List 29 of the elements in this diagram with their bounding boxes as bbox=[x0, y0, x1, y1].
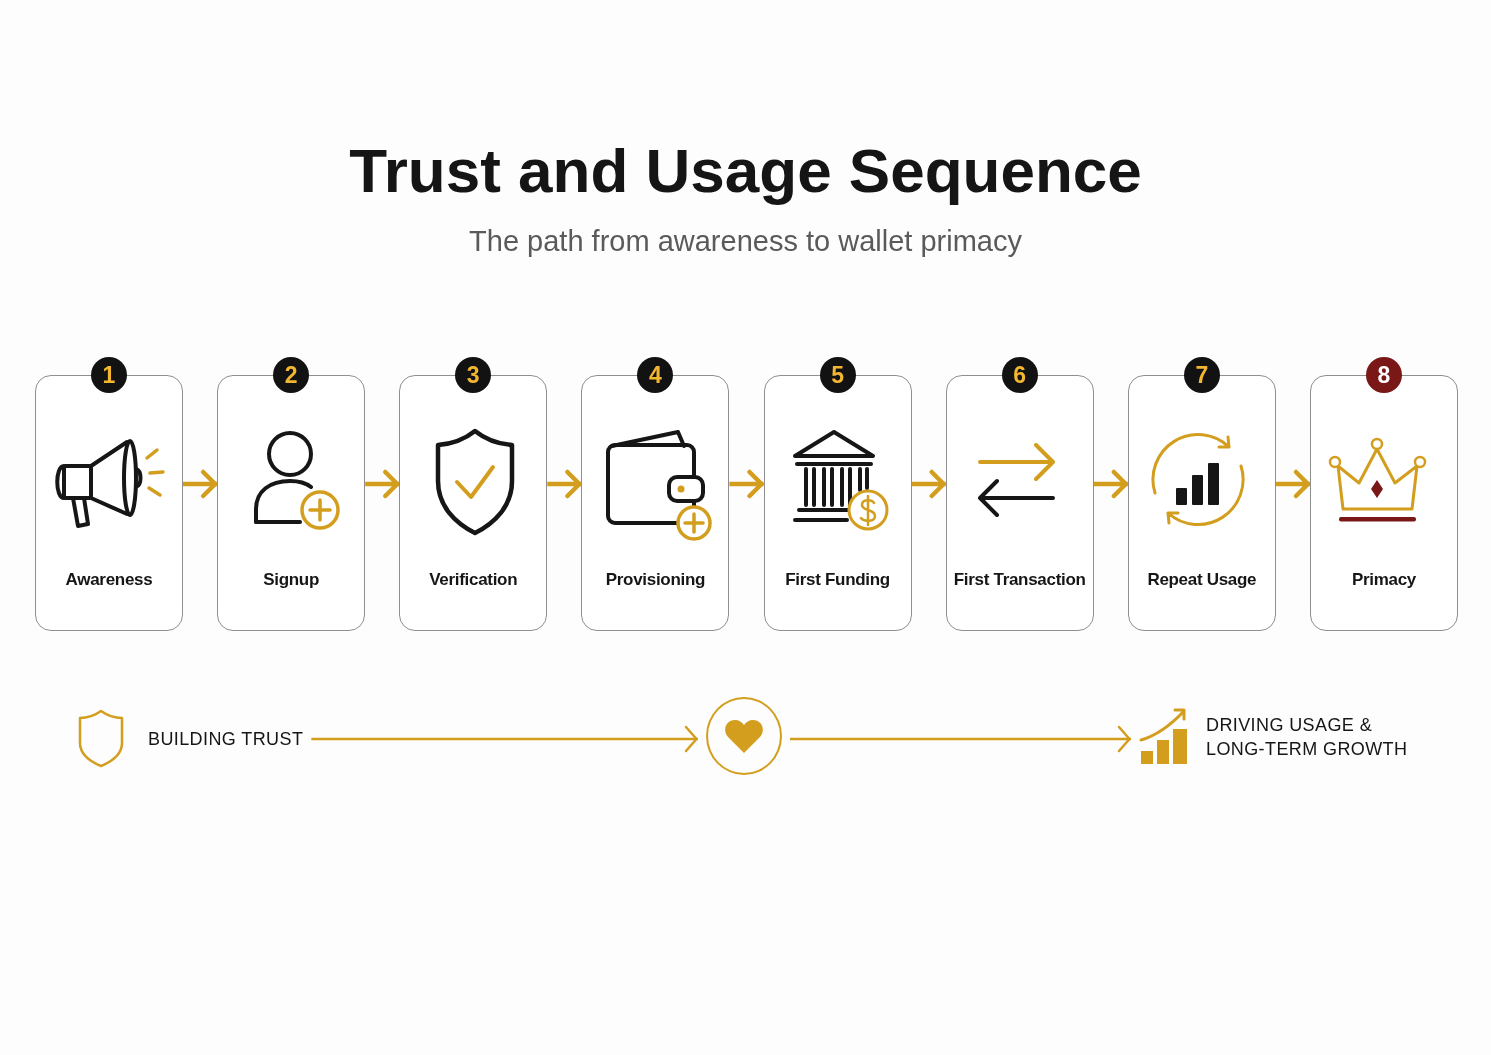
step-label: Provisioning bbox=[605, 569, 706, 591]
arrow bbox=[729, 469, 764, 499]
step-label: First Transaction bbox=[953, 569, 1086, 591]
arrow bbox=[365, 469, 400, 499]
arrow bbox=[547, 469, 582, 499]
arrow bbox=[790, 725, 1131, 753]
step-number-badge: 4 bbox=[637, 356, 674, 393]
arrow bbox=[311, 725, 698, 753]
step-number-badge: 5 bbox=[819, 356, 856, 393]
step-number-badge: 2 bbox=[273, 356, 310, 393]
step-number-badge: 8 bbox=[1365, 356, 1402, 393]
arrow bbox=[1275, 469, 1311, 499]
arrow bbox=[1093, 469, 1129, 499]
subtitle: The path from awareness to wallet primacy bbox=[469, 224, 1022, 259]
step-label: Signup bbox=[263, 569, 320, 591]
step-label: Repeat Usage bbox=[1147, 569, 1257, 591]
step-number-badge: 6 bbox=[1001, 356, 1038, 393]
step-label: Primacy bbox=[1351, 569, 1416, 591]
step-label: Awareness bbox=[65, 569, 153, 591]
phase-label: BUILDING TRUST bbox=[148, 727, 304, 751]
step-number-badge: 1 bbox=[91, 356, 127, 393]
diagram-title: Trust and Usage Sequence bbox=[349, 135, 1142, 207]
step-number-badge: 7 bbox=[1183, 356, 1220, 393]
arrow bbox=[911, 469, 946, 499]
step-label: Verification bbox=[429, 569, 518, 591]
arrow bbox=[183, 469, 218, 499]
step-label: First Funding bbox=[785, 569, 890, 591]
phase-label: DRIVING USAGE & LONG-TERM GROWTH bbox=[1206, 713, 1409, 761]
step-number-badge: 3 bbox=[455, 356, 492, 393]
